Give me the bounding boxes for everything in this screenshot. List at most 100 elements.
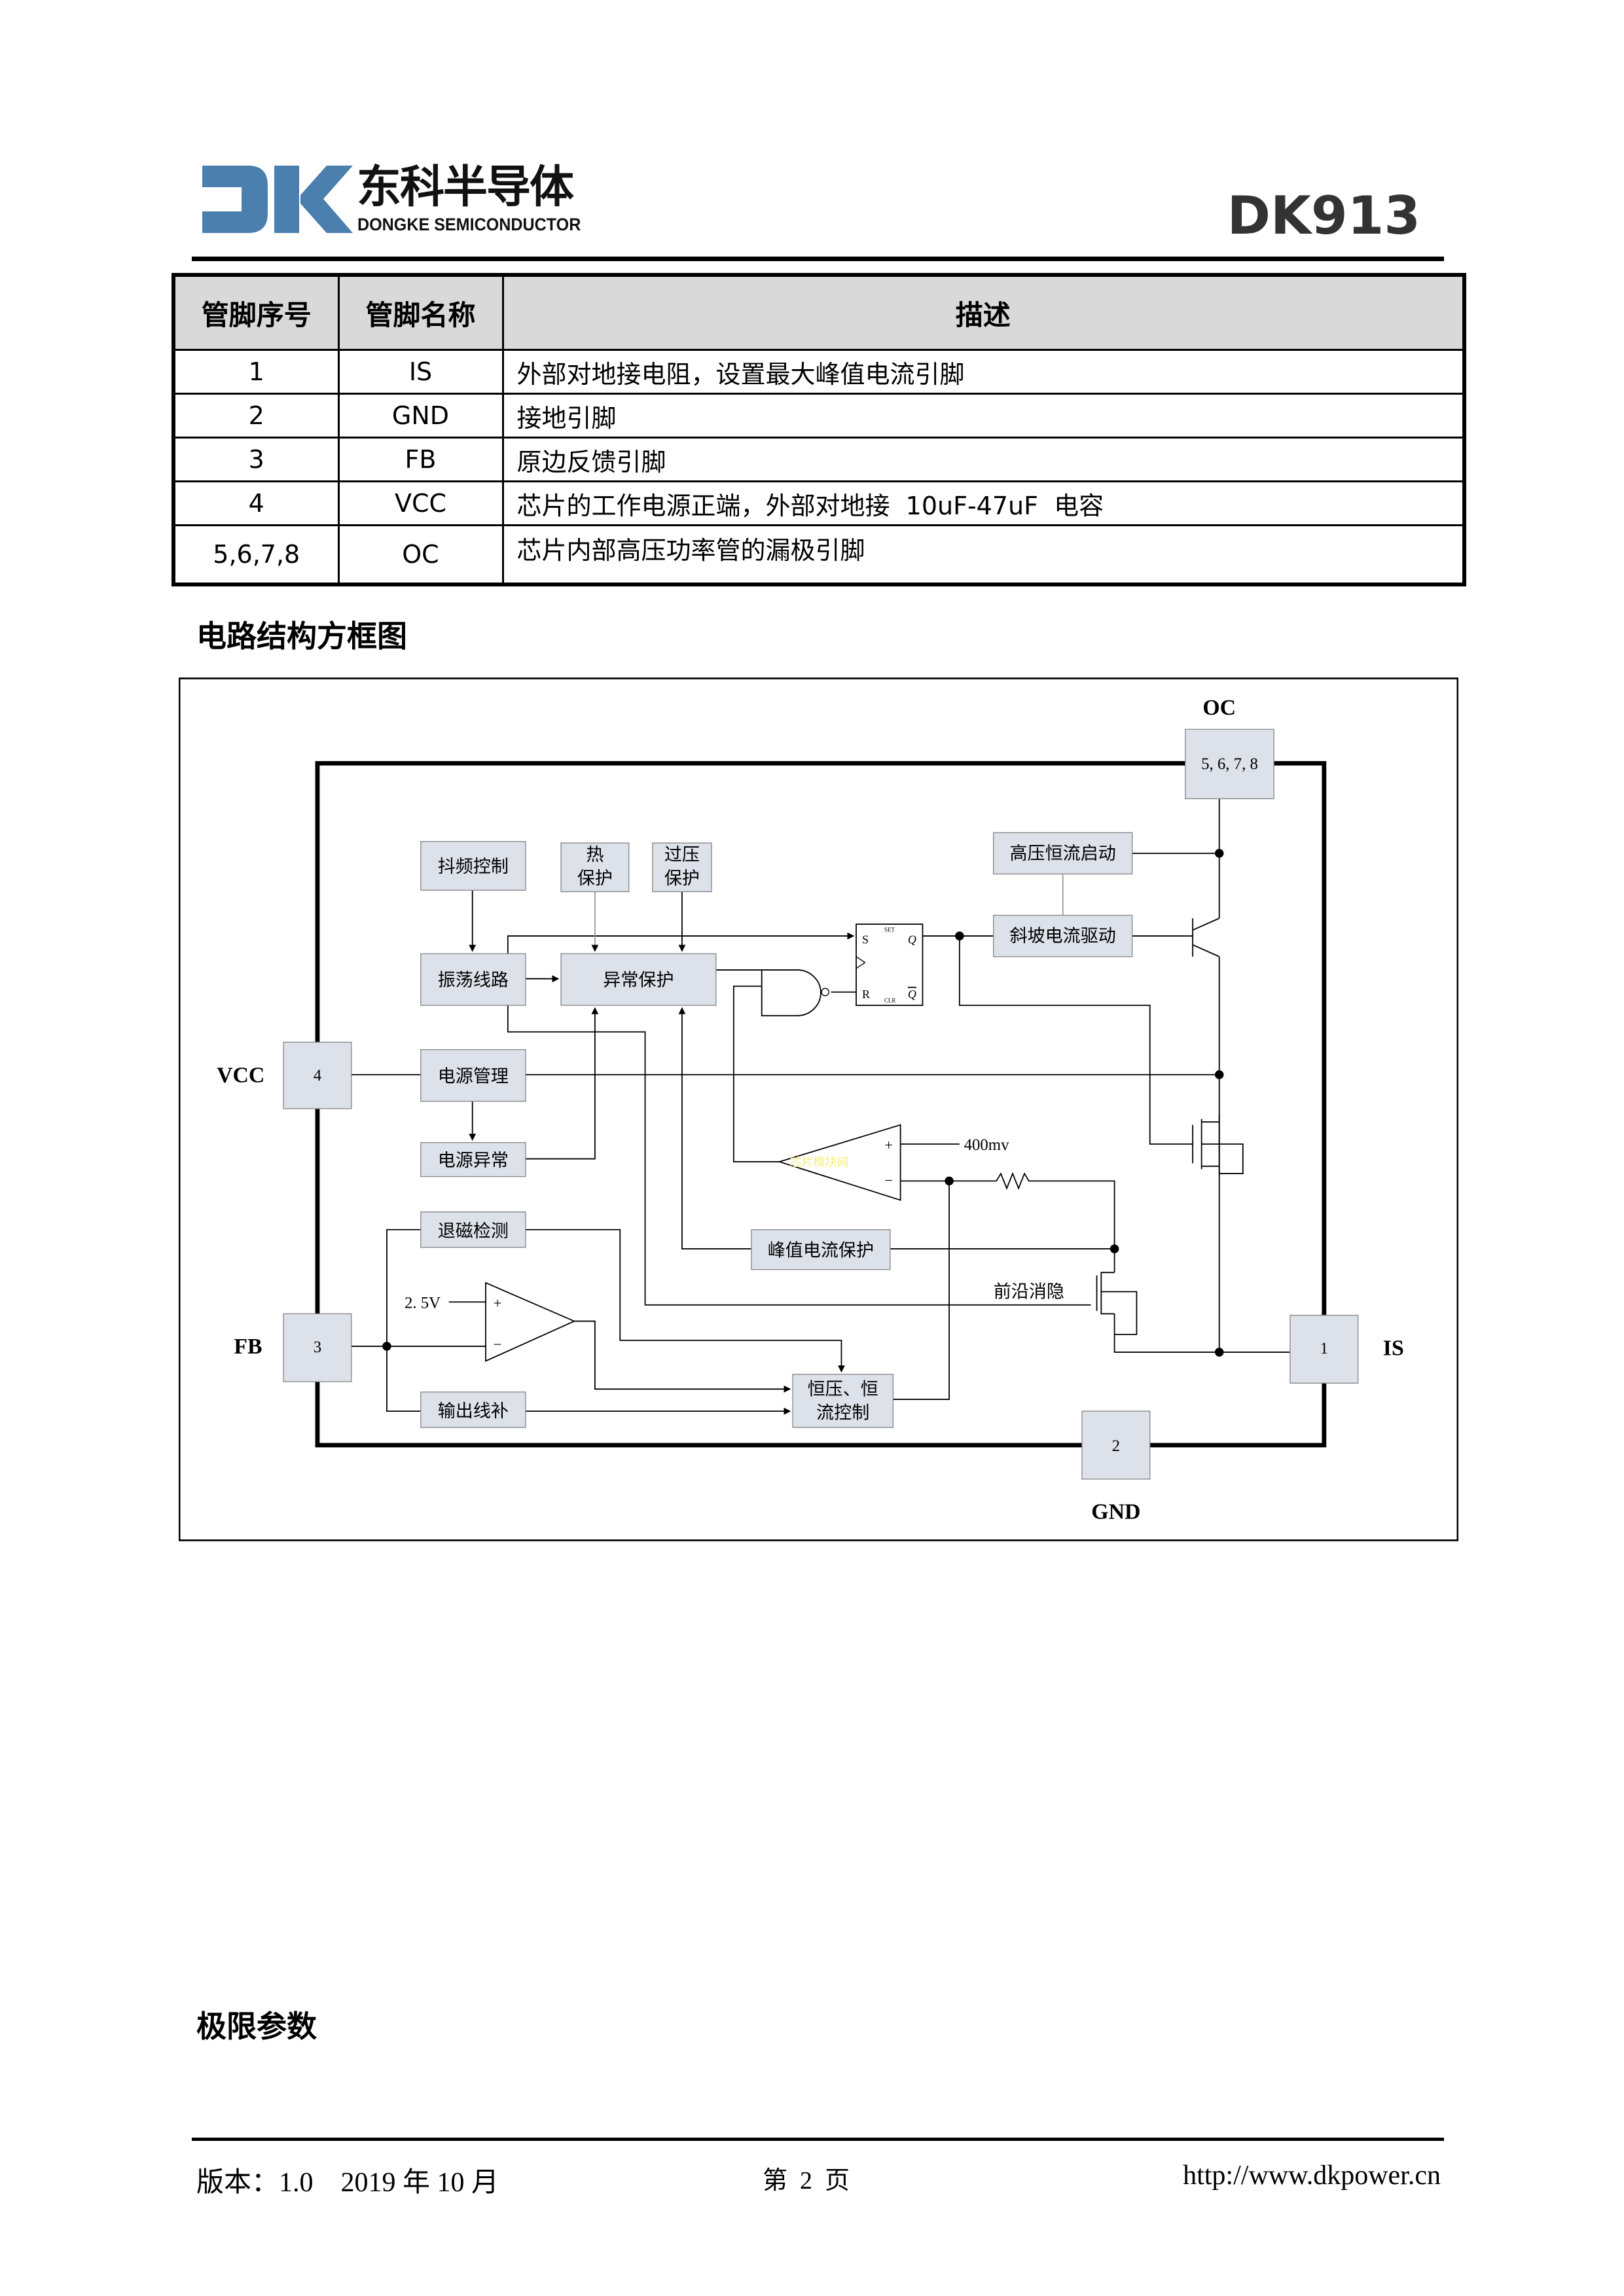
pin-desc: 外部对地接电阻，设置最大峰值电流引脚 — [501, 349, 1466, 395]
latch-s: S — [862, 933, 869, 946]
latch-set: SET — [884, 926, 895, 933]
svg-text:恒压、恒: 恒压、恒 — [808, 1379, 878, 1399]
svg-text:2: 2 — [1112, 1437, 1120, 1455]
latch-qbar: Q — [908, 988, 916, 1001]
table-row: 5,6,7,8 OC 芯片内部高压功率管的漏极引脚 — [172, 524, 1466, 586]
pin-name: FB — [337, 437, 504, 482]
block-cable-comp: 输出线补 — [420, 1391, 526, 1428]
svg-text:过压: 过压 — [664, 845, 700, 865]
watermark: 芯片模块网 — [790, 1156, 849, 1169]
svg-text:抖频控制: 抖频控制 — [438, 857, 509, 876]
pin-no: 3 — [172, 437, 340, 482]
block-thermal-protect: 热保护 — [560, 842, 630, 893]
table-row: 2 GND 接地引脚 — [172, 393, 1466, 439]
pin-desc: 接地引脚 — [501, 393, 1466, 439]
footer-url[interactable]: http://www.dkpower.cn — [1183, 2161, 1441, 2191]
company-logo: 东科半导体 DONGKE SEMICONDUCTOR — [202, 162, 602, 234]
svg-text:1: 1 — [1320, 1340, 1328, 1357]
col-header-pin-no: 管脚序号 — [172, 274, 340, 351]
pin-fb: 3 — [283, 1313, 352, 1382]
svg-text:保护: 保护 — [664, 869, 700, 888]
comp-plus: + — [884, 1137, 893, 1153]
pin-desc: 原边反馈引脚 — [501, 437, 1466, 482]
block-jitter-control: 抖频控制 — [420, 841, 526, 891]
table-row: 4 VCC 芯片的工作电源正端，外部对地接 10uF-47uF 电容 — [172, 480, 1466, 526]
svg-text:异常保护: 异常保护 — [603, 971, 674, 990]
svg-text:峰值电流保护: 峰值电流保护 — [768, 1240, 874, 1260]
table-row: 1 IS 外部对地接电阻，设置最大峰值电流引脚 — [172, 349, 1466, 395]
ref-400mv-label: 400mv — [964, 1136, 1009, 1154]
section-title-block-diagram: 电路结构方框图 — [196, 619, 407, 654]
pin-desc: 芯片的工作电源正端，外部对地接 10uF-47uF 电容 — [501, 480, 1466, 526]
latch-q: Q — [908, 933, 916, 946]
block-diagram: + − 400mv 芯片模块网 + − 2. 5V S SET Q R CLR … — [179, 677, 1458, 1541]
svg-text:输出线补: 输出线补 — [438, 1401, 509, 1421]
block-demag-detect: 退磁检测 — [420, 1211, 526, 1248]
pin-no: 4 — [172, 480, 340, 526]
block-hv-startup: 高压恒流启动 — [993, 832, 1133, 875]
pin-label-is: IS — [1383, 1336, 1404, 1360]
block-ramp-drive: 斜坡电流驱动 — [993, 914, 1133, 958]
table-row: 3 FB 原边反馈引脚 — [172, 437, 1466, 482]
leb-label: 前沿消隐 — [994, 1282, 1064, 1302]
footer-version: 版本：1.0 2019 年 10 月 — [196, 2168, 499, 2198]
error-amplifier — [485, 1282, 576, 1362]
pin-no: 5,6,7,8 — [172, 524, 340, 586]
junction-dots — [382, 849, 1224, 1357]
svg-text:流控制: 流控制 — [816, 1403, 869, 1422]
comp-minus: − — [884, 1172, 893, 1189]
section-title-limits: 极限参数 — [196, 2009, 317, 2044]
current-comparator — [777, 1124, 901, 1201]
block-fault-protect: 异常保护 — [560, 953, 717, 1006]
logo-chinese-name: 东科半导体 — [357, 162, 574, 213]
pin-gnd: 2 — [1081, 1410, 1151, 1480]
svg-text:电源管理: 电源管理 — [438, 1066, 509, 1086]
ref-2p5v-label: 2. 5V — [405, 1294, 441, 1312]
logo-english-name: DONGKE SEMICONDUCTOR — [357, 215, 581, 234]
pin-label-oc: OC — [1202, 696, 1236, 720]
pin-desc: 芯片内部高压功率管的漏极引脚 — [501, 524, 1466, 586]
svg-text:高压恒流启动: 高压恒流启动 — [1010, 844, 1116, 863]
header-divider — [192, 257, 1444, 261]
pin-name: GND — [337, 393, 504, 439]
pin-name: OC — [337, 524, 504, 586]
footer-divider — [192, 2138, 1444, 2141]
amp-minus: − — [494, 1336, 502, 1352]
svg-text:保护: 保护 — [577, 869, 613, 888]
block-power-management: 电源管理 — [420, 1049, 526, 1102]
amp-plus: + — [494, 1295, 502, 1311]
pin-name: VCC — [337, 480, 504, 526]
dk-logo-mark-icon — [202, 166, 353, 233]
pin-label-vcc: VCC — [217, 1063, 264, 1087]
pin-name: IS — [337, 349, 504, 395]
svg-text:5, 6, 7, 8: 5, 6, 7, 8 — [1201, 755, 1258, 773]
pin-no: 1 — [172, 349, 340, 395]
pin-label-fb: FB — [234, 1335, 262, 1359]
svg-text:4: 4 — [314, 1067, 322, 1085]
svg-text:3: 3 — [314, 1338, 321, 1356]
pin-vcc: 4 — [283, 1041, 352, 1109]
col-header-description: 描述 — [501, 274, 1466, 351]
table-header-row: 管脚序号 管脚名称 描述 — [172, 274, 1466, 351]
latch-r: R — [862, 988, 870, 1001]
footer-page-number: 第 2 页 — [763, 2167, 850, 2195]
latch-clr: CLR — [884, 997, 896, 1004]
col-header-pin-name: 管脚名称 — [337, 274, 504, 351]
block-oscillator: 振荡线路 — [420, 953, 526, 1006]
svg-text:电源异常: 电源异常 — [438, 1151, 509, 1170]
pin-description-table: 管脚序号 管脚名称 描述 1 IS 外部对地接电阻，设置最大峰值电流引脚 2 G… — [171, 273, 1466, 586]
pin-label-gnd: GND — [1091, 1500, 1140, 1524]
sr-latch: S SET Q R CLR Q — [856, 924, 924, 1006]
pin-is: 1 — [1290, 1314, 1359, 1384]
block-peak-current: 峰值电流保护 — [751, 1229, 891, 1270]
nand-gate — [761, 969, 821, 1016]
pin-no: 2 — [172, 393, 340, 439]
pin-oc: 5, 6, 7, 8 — [1185, 728, 1274, 800]
svg-text:振荡线路: 振荡线路 — [438, 971, 509, 990]
svg-text:斜坡电流驱动: 斜坡电流驱动 — [1010, 926, 1116, 946]
svg-text:热: 热 — [586, 845, 604, 865]
svg-text:退磁检测: 退磁检测 — [438, 1221, 509, 1241]
model-number: DK913 — [1227, 185, 1420, 246]
